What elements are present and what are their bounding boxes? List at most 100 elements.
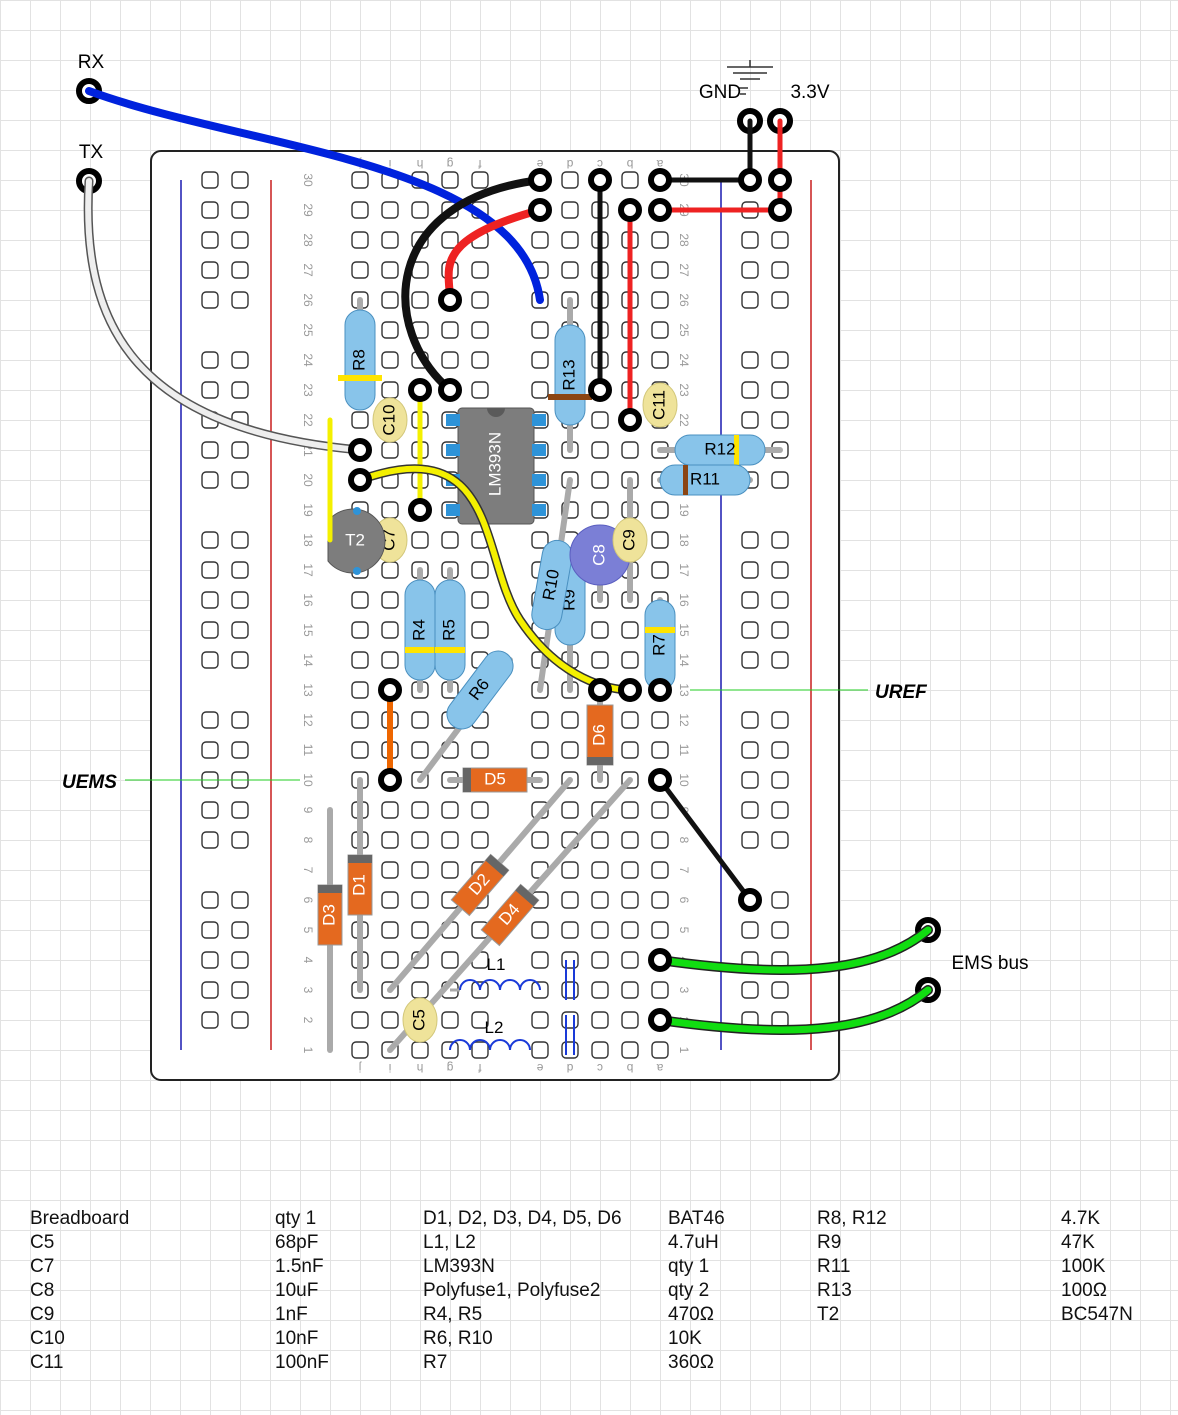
hole bbox=[381, 261, 399, 279]
hole bbox=[531, 921, 549, 939]
hole bbox=[351, 741, 369, 759]
row-number: 10 bbox=[301, 773, 315, 787]
hole bbox=[741, 651, 759, 669]
row-number: 2 bbox=[301, 1017, 315, 1024]
hole bbox=[381, 351, 399, 369]
hole bbox=[201, 651, 219, 669]
hole bbox=[411, 1041, 429, 1059]
bom-cell: R4, R5 bbox=[423, 1304, 483, 1325]
column-letter: g bbox=[447, 157, 454, 171]
hole bbox=[651, 531, 669, 549]
column-letter: d bbox=[567, 1061, 574, 1075]
hole bbox=[201, 1011, 219, 1029]
inductor-l1: L1 bbox=[450, 955, 541, 992]
hole bbox=[201, 471, 219, 489]
hole bbox=[201, 231, 219, 249]
row-number: 17 bbox=[677, 563, 691, 577]
row-number: 24 bbox=[677, 353, 691, 367]
hole bbox=[771, 891, 789, 909]
hole bbox=[351, 171, 369, 189]
hole bbox=[561, 231, 579, 249]
hole bbox=[231, 201, 249, 219]
hole bbox=[621, 621, 639, 639]
hole bbox=[201, 261, 219, 279]
r13-label: R13 bbox=[559, 359, 578, 390]
hole bbox=[561, 171, 579, 189]
bom-cell: C5 bbox=[30, 1232, 55, 1253]
hole bbox=[741, 921, 759, 939]
hole bbox=[411, 741, 429, 759]
hole bbox=[201, 831, 219, 849]
hole bbox=[201, 441, 219, 459]
hole bbox=[381, 231, 399, 249]
hole bbox=[351, 1011, 369, 1029]
hole bbox=[651, 321, 669, 339]
transistor-t2: T2 bbox=[327, 507, 386, 575]
capacitor-c11: C11 bbox=[642, 382, 678, 428]
column-letter: f bbox=[478, 157, 482, 171]
bom-cell: R11 bbox=[817, 1256, 851, 1277]
row-number: 19 bbox=[301, 503, 315, 517]
hole bbox=[591, 831, 609, 849]
hole bbox=[411, 531, 429, 549]
bom-cell: Breadboard bbox=[30, 1208, 130, 1229]
column-letter: e bbox=[536, 157, 543, 171]
row-number: 20 bbox=[301, 473, 315, 487]
column-letter: c bbox=[597, 1061, 603, 1075]
hole bbox=[411, 831, 429, 849]
hole bbox=[471, 1011, 489, 1029]
column-letter: a bbox=[656, 157, 663, 171]
hole bbox=[531, 951, 549, 969]
row-number: 12 bbox=[301, 713, 315, 727]
column-letter: a bbox=[656, 1061, 663, 1075]
hole bbox=[591, 1041, 609, 1059]
row-number: 8 bbox=[677, 837, 691, 844]
hole bbox=[561, 861, 579, 879]
hole bbox=[531, 351, 549, 369]
column-letter: b bbox=[626, 1061, 633, 1075]
ground-symbol bbox=[727, 60, 773, 95]
bom-cell: 1.5nF bbox=[275, 1256, 324, 1277]
hole bbox=[651, 291, 669, 309]
hole bbox=[591, 471, 609, 489]
row-number: 28 bbox=[301, 233, 315, 247]
hole bbox=[591, 441, 609, 459]
hole bbox=[591, 921, 609, 939]
hole bbox=[201, 201, 219, 219]
hole bbox=[561, 741, 579, 759]
rx-label: RX bbox=[78, 52, 105, 73]
hole bbox=[471, 321, 489, 339]
bom-cell: R6, R10 bbox=[423, 1328, 493, 1349]
column-letter: e bbox=[536, 1061, 543, 1075]
c11-label: C11 bbox=[649, 390, 668, 420]
v33-label: 3.3V bbox=[790, 82, 829, 103]
d6-label: D6 bbox=[589, 724, 608, 746]
resistor-r11: R11 bbox=[659, 464, 751, 496]
hole bbox=[351, 621, 369, 639]
row-number: 15 bbox=[677, 623, 691, 637]
row-number: 13 bbox=[677, 683, 691, 697]
hole bbox=[231, 711, 249, 729]
bom-cell: Polyfuse1, Polyfuse2 bbox=[423, 1280, 601, 1301]
hole bbox=[771, 261, 789, 279]
row-number: 9 bbox=[301, 807, 315, 814]
hole bbox=[591, 981, 609, 999]
hole bbox=[201, 801, 219, 819]
column-letter: c bbox=[597, 157, 603, 171]
bom-cell: 10uF bbox=[275, 1280, 319, 1301]
hole bbox=[201, 951, 219, 969]
bom-cell: qty 1 bbox=[668, 1256, 710, 1277]
column-letter: i bbox=[389, 1061, 392, 1075]
hole bbox=[561, 1011, 579, 1029]
wire-endpoints bbox=[348, 168, 792, 1032]
hole bbox=[621, 831, 639, 849]
row-number: 16 bbox=[677, 593, 691, 607]
l1-label: L1 bbox=[487, 955, 506, 974]
bom-cell: LM393N bbox=[423, 1256, 495, 1277]
bom-cell: R8, R12 bbox=[817, 1208, 887, 1229]
resistor-r10: R10 bbox=[531, 539, 573, 631]
hole bbox=[531, 1041, 549, 1059]
hole bbox=[771, 561, 789, 579]
